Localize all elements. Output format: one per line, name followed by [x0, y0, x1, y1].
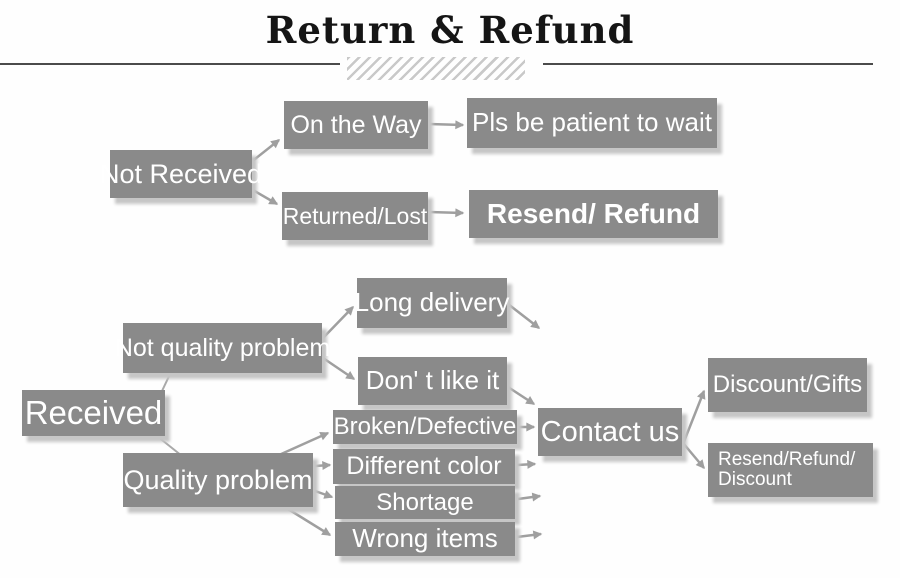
node-not-quality-problem: Not quality problem — [115, 323, 330, 373]
connector-dont-like-it-to-contact-us — [507, 385, 536, 406]
node-contact-us: Contact us — [538, 408, 682, 456]
node-resend-refund: Resend/ Refund — [469, 190, 718, 238]
node-different-color: Different color — [333, 449, 515, 484]
node-resend-refund-discount: Resend/Refund/ Discount — [708, 443, 873, 497]
connector-on-the-way-to-pls-wait — [428, 120, 465, 130]
node-returned-lost: Returned/Lost — [282, 192, 428, 240]
connector-different-color-out — [516, 459, 537, 469]
node-quality-problem: Quality problem — [123, 453, 313, 507]
node-on-the-way: On the Way — [284, 101, 428, 149]
connector-shortage-out — [517, 492, 542, 502]
connector-wrong-items-out — [516, 530, 543, 540]
connector-quality-to-shortage — [314, 489, 334, 499]
connector-long-delivery-out — [507, 303, 541, 329]
connector-returned-lost-to-resend-refund — [428, 208, 465, 218]
node-long-delivery: Long delivery — [355, 278, 509, 328]
connector-received-to-not-quality-problem — [161, 371, 172, 392]
page-title: Return & Refund — [265, 8, 635, 52]
connector-not-received-to-returned-lost — [250, 187, 279, 206]
node-discount-gifts: Discount/Gifts — [708, 358, 867, 412]
resend-refund-discount-line2: Discount — [718, 469, 792, 490]
node-pls-be-patient: Pls be patient to wait — [467, 98, 717, 148]
connector-quality-to-broken-defective — [278, 431, 330, 457]
node-broken-defective: Broken/Defective — [333, 410, 517, 444]
resend-refund-discount-line1: Resend/Refund/ — [718, 449, 856, 471]
node-not-received: Not Received — [100, 150, 262, 198]
header-divider-right — [543, 63, 873, 65]
connector-quality-to-different-color — [314, 461, 332, 470]
connector-contact-us-to-discount-gifts — [681, 389, 706, 445]
connector-quality-to-wrong-items — [287, 507, 332, 537]
header-divider-left — [0, 63, 340, 65]
node-received: Received — [22, 390, 165, 436]
hatch-decoration — [347, 57, 525, 80]
node-shortage: Shortage — [335, 486, 515, 519]
node-wrong-items: Wrong items — [335, 522, 515, 556]
connector-contact-us-to-resend-refund-discount — [682, 442, 705, 470]
node-dont-like-it: Don' t like it — [358, 357, 507, 405]
